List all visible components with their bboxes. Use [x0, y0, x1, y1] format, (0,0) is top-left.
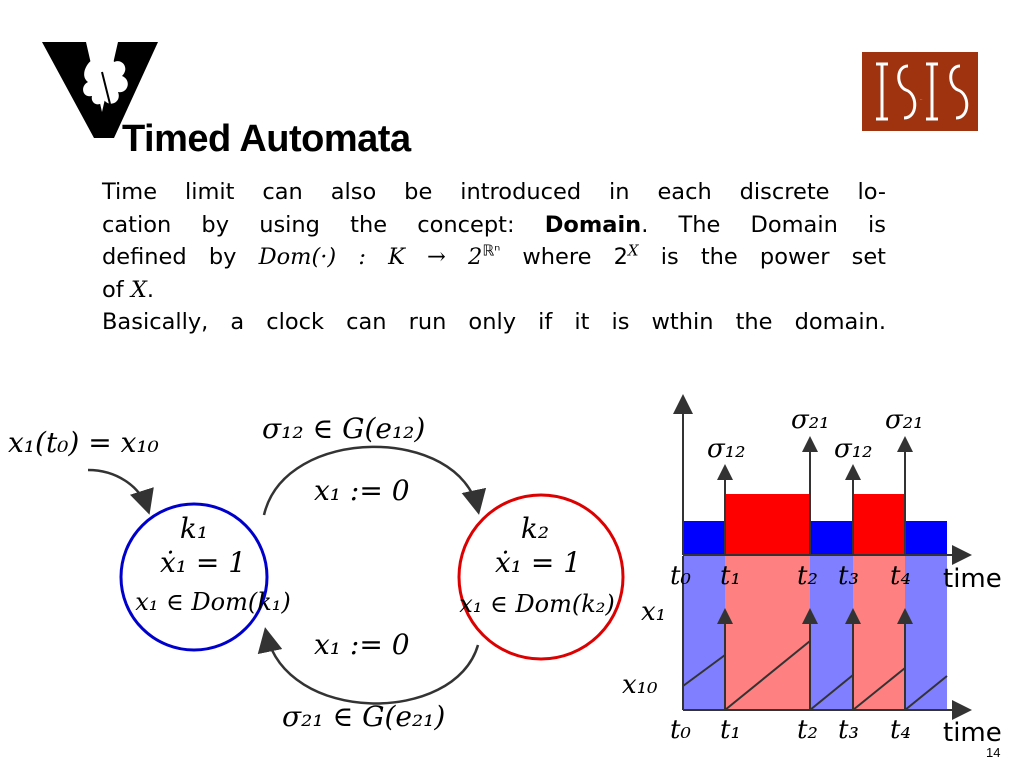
band-k1-2: [810, 555, 853, 710]
signal-low-3: [905, 521, 947, 555]
upper-tick-t1: t₁: [720, 561, 741, 591]
event-label-1: σ₁₂: [707, 434, 746, 464]
upper-tick-t0: t₀: [670, 561, 691, 591]
band-k1-1: [683, 555, 725, 710]
slide-body: Time limit can also be introduced in eac…: [102, 176, 886, 339]
state-k1-domain: x₁ ∈ Dom(k₁): [135, 588, 291, 616]
initial-arrow: [87, 468, 154, 515]
state-k2-circle: [457, 493, 625, 661]
lower-time-label: time: [943, 718, 1002, 748]
clock-axis-label: x₁: [641, 597, 666, 627]
body-line-1: Time limit can also be introduced in eac…: [102, 179, 886, 205]
state-k1-flow: ẋ₁ = 1: [160, 546, 246, 579]
bottom-reset: x₁ := 0: [314, 628, 410, 661]
band-k2-1: [725, 555, 810, 710]
isis-logo-text: ISIS: [920, 99, 922, 101]
vanderbilt-logo: [42, 42, 158, 138]
body-line-4: of X.: [102, 276, 155, 303]
lower-tick-t1: t₁: [720, 715, 741, 745]
clock-ramp-5: [904, 675, 948, 711]
clock-ramp-1: [682, 654, 726, 687]
lower-tick-t4: t₄: [890, 715, 911, 745]
lower-tick-t3: t₃: [838, 715, 859, 745]
signal-low-2: [810, 521, 853, 555]
lower-tick-t0: t₀: [670, 715, 691, 745]
top-guard: σ₁₂ ∈ G(e₁₂): [262, 412, 425, 445]
event-label-4: σ₂₁: [885, 405, 924, 435]
band-k2-2: [853, 555, 905, 710]
clock-ramp-2: [724, 640, 811, 711]
signal-high-1: [725, 494, 810, 555]
page-number: 14: [986, 745, 1001, 760]
slide-title: Timed Automata: [122, 118, 411, 160]
body-line-2: cation by using the concept: Domain. The…: [102, 211, 886, 238]
automaton-diagram: x₁(t₀) = x₁₀ σ₁₂ ∈ G(e₁₂) x₁ := 0 x₁ := …: [8, 412, 625, 733]
timing-diagram: σ₁₂ σ₂₁ σ₁₂ σ₂₁ t₀ t₁ t₂ t₃ t₄ time x₁ x…: [622, 394, 1002, 748]
initial-condition: x₁(t₀) = x₁₀: [8, 426, 159, 459]
clock-ramp-4: [852, 667, 906, 711]
state-k2-name: k₂: [521, 512, 549, 545]
bottom-guard: σ₂₁ ∈ G(e₂₁): [282, 700, 445, 733]
signal-low-1: [683, 521, 725, 555]
state-k1-name: k₁: [180, 512, 208, 545]
dom-definition: Dom(·) : K → 2: [258, 244, 483, 270]
edge-k2-k1: [257, 627, 480, 705]
state-k2-domain: x₁ ∈ Dom(k₂): [459, 590, 615, 618]
event-label-3: σ₁₂: [834, 434, 873, 464]
upper-tick-t2: t₂: [797, 561, 818, 591]
clock-init-label: x₁₀: [622, 670, 658, 700]
upper-tick-t4: t₄: [890, 561, 911, 591]
body-line-3: defined by Dom(·) : K → 2ℝⁿ where 2X is …: [102, 241, 886, 270]
body-paragraph-2: Basically, a clock can run only if it is…: [102, 309, 886, 335]
clock-ramp-3: [809, 674, 854, 711]
signal-high-2: [853, 494, 905, 555]
event-label-2: σ₂₁: [791, 405, 830, 435]
band-k1-3: [905, 555, 947, 710]
domain-term: Domain: [544, 211, 642, 238]
edge-k1-k2: [262, 445, 487, 516]
state-k2-flow: ẋ₁ = 1: [495, 546, 581, 579]
upper-tick-t3: t₃: [838, 561, 859, 591]
isis-logo: ISIS: [862, 52, 978, 131]
lower-tick-t2: t₂: [797, 715, 818, 745]
upper-time-label: time: [943, 564, 1002, 594]
top-reset: x₁ := 0: [314, 474, 410, 507]
state-k1-circle: [119, 502, 269, 652]
